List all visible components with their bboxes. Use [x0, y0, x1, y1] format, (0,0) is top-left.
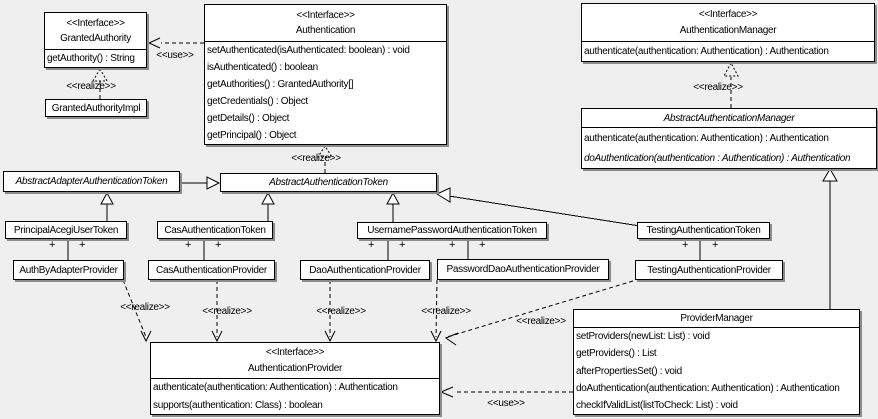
class-dao-authentication-provider[interactable]: DaoAuthenticationProvider [300, 260, 430, 280]
method: doAuthentication(authentication: Authent… [576, 382, 840, 394]
class-name: AbstractAdapterAuthenticationToken [15, 176, 168, 187]
multiplicity-plus: + [214, 239, 222, 251]
class-cas-authentication-token[interactable]: CasAuthenticationToken [157, 221, 273, 239]
method: getDetails() : Object [207, 113, 290, 124]
edge-realize-grantedauthorityimpl [92, 68, 108, 99]
edge-realize-dao-provider [324, 280, 336, 343]
class-testing-authentication-provider[interactable]: TestingAuthenticationProvider [635, 260, 783, 280]
method: checkIfValidList(listToCheck: List) : vo… [576, 399, 738, 411]
method: getProviders() : List [576, 348, 657, 360]
class-granted-authority-impl[interactable]: GrantedAuthorityImpl [45, 99, 147, 117]
class-name: CasAuthenticationProvider [156, 264, 267, 276]
class-name: ProviderManager [680, 313, 753, 324]
edge-realize-testing-provider [444, 280, 634, 346]
method: authenticate(authentication: Authenticat… [584, 132, 829, 144]
class-testing-authentication-token[interactable]: TestingAuthenticationToken [637, 222, 770, 239]
edge-generalization-cas-token-to-abstract-token [261, 191, 275, 221]
class-provider-manager[interactable]: ProviderManager setProviders(newList: Li… [573, 309, 860, 415]
edge-generalization-principal-token-to-adapter-token [100, 191, 114, 221]
method: getAuthority() : String [47, 53, 135, 64]
realize-label: <<realize>> [291, 153, 341, 164]
edge-realize-cas-provider [211, 280, 223, 343]
class-abstract-authentication-manager[interactable]: AbstractAuthenticationManager authentica… [581, 108, 877, 169]
realize-label: <<realize>> [316, 306, 366, 317]
multiplicity-plus: + [478, 239, 486, 251]
multiplicity-plus: + [448, 239, 456, 251]
class-name: Authentication [295, 25, 356, 37]
multiplicity-plus: + [184, 239, 192, 251]
class-name: TestingAuthenticationToken [646, 225, 761, 236]
class-authentication-provider[interactable]: <<Interface>> AuthenticationProvider aut… [150, 342, 440, 415]
class-name: GrantedAuthorityImpl [51, 102, 141, 114]
edge-realize-authbyadapter-provider [122, 279, 152, 343]
method: isAuthenticated() : boolean [207, 62, 318, 73]
class-name: AuthByAdapterProvider [19, 264, 118, 276]
edge-generalization-username-token-to-abstract-token [386, 191, 400, 222]
multiplicity-plus: + [681, 239, 689, 251]
realize-label: <<realize>> [120, 302, 170, 313]
class-name: AuthenticationManager [679, 25, 777, 36]
method: getAuthorities() : GrantedAuthority[] [207, 79, 354, 90]
edge-realize-abstract-manager-authentication-manager [723, 61, 739, 108]
edge-realize-passworddao-provider [430, 279, 442, 343]
stereotype-label: <<Interface>> [66, 17, 125, 29]
method: getCredentials() : Object [207, 96, 308, 107]
edge-realize-abstract-token-authentication [317, 145, 333, 173]
class-abstract-adapter-authentication-token[interactable]: AbstractAdapterAuthenticationToken [3, 171, 180, 192]
class-name: AbstractAuthenticationToken [269, 177, 388, 188]
realize-label: <<realize>> [421, 306, 471, 317]
method: authenticate(authentication: Authenticat… [153, 382, 398, 394]
class-name: GrantedAuthority [60, 33, 131, 45]
realize-label: <<realize>> [66, 81, 116, 92]
class-name: DaoAuthenticationProvider [309, 264, 421, 276]
stereotype-label: <<Interface>> [296, 9, 355, 21]
class-cas-authentication-provider[interactable]: CasAuthenticationProvider [148, 260, 275, 280]
realize-label: <<realize>> [516, 316, 566, 327]
method: supports(authentication: Class) : boolea… [153, 399, 323, 411]
stereotype-label: <<Interface>> [265, 347, 325, 359]
class-abstract-authentication-token[interactable]: AbstractAuthenticationToken [220, 173, 437, 192]
class-authentication-manager[interactable]: <<Interface>> AuthenticationManager auth… [581, 3, 875, 62]
stereotype-label: <<Interface>> [698, 9, 758, 20]
class-name: UsernamePasswordAuthenticationToken [367, 225, 537, 236]
multiplicity-plus: + [398, 239, 406, 251]
class-authentication[interactable]: <<Interface>> Authentication setAuthenti… [204, 4, 447, 145]
method: setProviders(newList: List) : void [576, 331, 710, 343]
class-name: PasswordDaoAuthenticationProvider [446, 264, 600, 275]
class-granted-authority[interactable]: <<Interface>> GrantedAuthority getAuthor… [44, 12, 147, 68]
edge-use-provider-manager-to-authentication-provider [439, 386, 573, 398]
class-name: AuthenticationProvider [247, 362, 342, 374]
multiplicity-plus: + [367, 239, 375, 251]
class-principal-acegi-user-token[interactable]: PrincipalAcegiUserToken [5, 221, 127, 239]
class-username-password-authentication-token[interactable]: UsernamePasswordAuthenticationToken [357, 222, 547, 239]
method: setAuthenticated(isAuthenticated: boolea… [207, 45, 410, 56]
class-name: AbstractAuthenticationManager [663, 112, 795, 124]
method: afterPropertiesSet() : void [576, 365, 682, 377]
class-name: TestingAuthenticationProvider [647, 264, 771, 276]
use-label: <<use>> [487, 398, 525, 409]
edge-generalization-adapter-token-to-abstract-token [180, 176, 221, 190]
edge-generalization-provider-manager-to-abstract-manager [822, 168, 838, 309]
method: authenticate(authentication: Authenticat… [584, 46, 829, 57]
realize-label: <<realize>> [202, 306, 252, 317]
edge-use-authentication-to-grantedauthority [147, 37, 204, 49]
class-name: PrincipalAcegiUserToken [13, 224, 119, 236]
edge-generalization-testing-token-to-abstract-token [435, 187, 641, 227]
method: doAuthentication(authentication : Authen… [584, 152, 851, 164]
multiplicity-plus: + [48, 239, 56, 251]
method: getPrincipal() : Object [207, 130, 297, 141]
multiplicity-plus: + [711, 239, 719, 251]
realize-label: <<realize>> [693, 82, 743, 93]
class-password-dao-authentication-provider[interactable]: PasswordDaoAuthenticationProvider [437, 259, 609, 280]
multiplicity-plus: + [78, 239, 86, 251]
class-name: CasAuthenticationToken [164, 224, 266, 236]
use-label: <<use>> [156, 50, 194, 61]
class-auth-by-adapter-provider[interactable]: AuthByAdapterProvider [13, 260, 124, 280]
